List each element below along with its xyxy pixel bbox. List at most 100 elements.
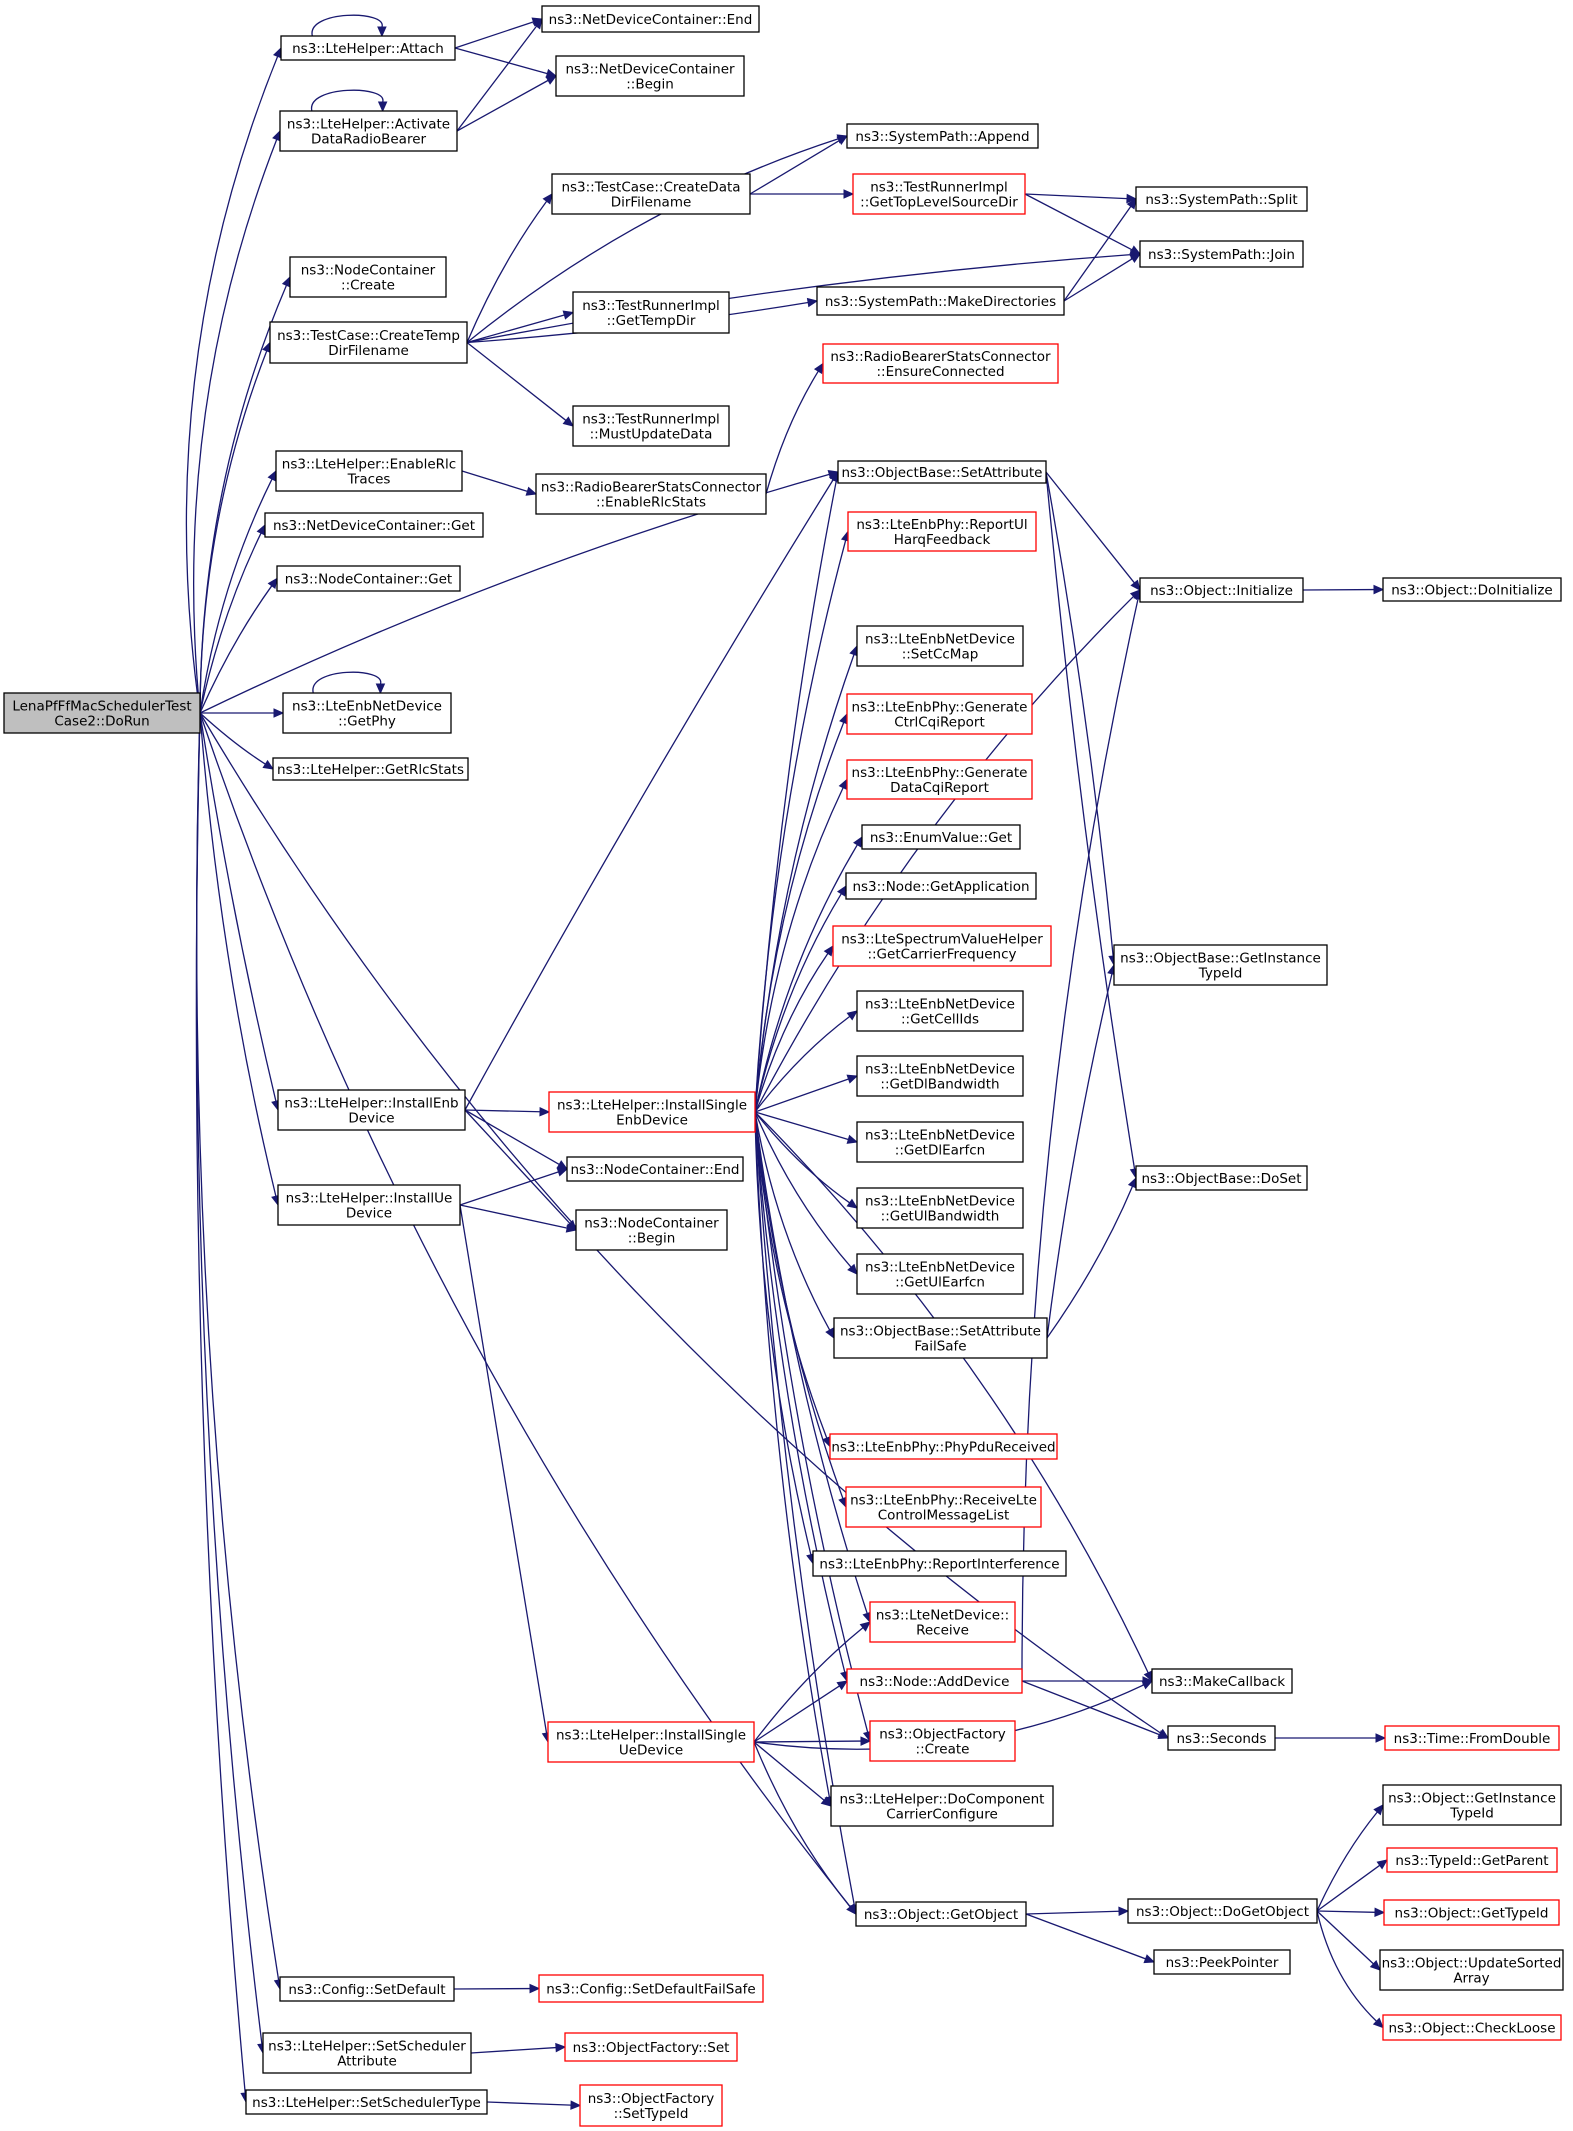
node-ndc-begin[interactable]: ns3::NetDeviceContainer::Begin [555, 55, 745, 97]
node-ndc-end[interactable]: ns3::NetDeviceContainer::End [541, 5, 760, 33]
node-phy-reportint[interactable]: ns3::LteEnbPhy::ReportInterference [812, 1550, 1067, 1577]
node-enum-get[interactable]: ns3::EnumValue::Get [861, 824, 1021, 850]
node-label: ::Create [341, 278, 395, 294]
node-nd-receive[interactable]: ns3::LteNetDevice::Receive [869, 1601, 1016, 1643]
node-label: EnbDevice [616, 1113, 688, 1129]
node-nc-create[interactable]: ns3::NodeContainer::Create [289, 256, 447, 298]
node-ndc-get[interactable]: ns3::NetDeviceContainer::Get [264, 512, 484, 538]
node-cfg-setdefaultfs[interactable]: ns3::Config::SetDefaultFailSafe [538, 1974, 764, 2003]
edge-tri_toplevel-to-sp_split [1024, 193, 1138, 204]
node-of-create[interactable]: ns3::ObjectFactory::Create [869, 1720, 1016, 1762]
node-label: UeDevice [619, 1743, 683, 1759]
edge-installue-to-installsingleue [459, 1204, 552, 1744]
edge-tri_toplevel-to-sp_join [1024, 193, 1142, 255]
node-time-fromdouble[interactable]: ns3::Time::FromDouble [1384, 1725, 1560, 1751]
node-end-ulearfcn[interactable]: ns3::LteEnbNetDevice::GetUlEarfcn [856, 1253, 1024, 1295]
node-label: ns3::TestRunnerImpl [582, 412, 720, 428]
node-nc-get[interactable]: ns3::NodeContainer::Get [276, 565, 461, 592]
node-end-cellids[interactable]: ns3::LteEnbNetDevice::GetCellIds [856, 990, 1024, 1032]
node-ob-setattr[interactable]: ns3::ObjectBase::SetAttribute [837, 460, 1047, 484]
node-label: Device [346, 1206, 392, 1222]
node-sp-makedirs[interactable]: ns3::SystemPath::MakeDirectories [816, 286, 1065, 316]
node-sp-append[interactable]: ns3::SystemPath::Append [846, 123, 1039, 149]
node-label: ns3::TypeId::GetParent [1395, 1853, 1548, 1869]
node-rbsc-enable[interactable]: ns3::RadioBearerStatsConnector::EnableRl… [535, 473, 767, 515]
node-of-set[interactable]: ns3::ObjectFactory::Set [564, 2032, 738, 2062]
node-end-ulbw[interactable]: ns3::LteEnbNetDevice::GetUlBandwidth [856, 1187, 1024, 1229]
node-label: ns3::NetDeviceContainer::End [549, 12, 753, 28]
node-phy-pdurecv[interactable]: ns3::LteEnbPhy::PhyPduReceived [829, 1433, 1058, 1460]
node-label: ::GetPhy [338, 714, 396, 730]
node-obj-dogetobject[interactable]: ns3::Object::DoGetObject [1127, 1898, 1318, 1924]
node-label: ControlMessageList [878, 1508, 1010, 1524]
node-label: ns3::NodeContainer::End [571, 1162, 740, 1178]
node-tri-toplevel[interactable]: ns3::TestRunnerImpl::GetTopLevelSourceDi… [852, 173, 1026, 215]
node-label: ns3::Object::DoInitialize [1391, 583, 1553, 599]
node-end-setccmap[interactable]: ns3::LteEnbNetDevice::SetCcMap [856, 625, 1024, 667]
node-node-getapp[interactable]: ns3::Node::GetApplication [845, 872, 1037, 900]
node-label: ns3::TestRunnerImpl [870, 180, 1008, 196]
node-sp-split[interactable]: ns3::SystemPath::Split [1135, 186, 1308, 212]
node-obj-checkloose[interactable]: ns3::Object::CheckLoose [1382, 2014, 1562, 2041]
edge-end_getphy-self [312, 671, 386, 695]
node-tri-mustupdate[interactable]: ns3::TestRunnerImpl::MustUpdateData [572, 405, 730, 447]
edge-installue-to-nc_end [459, 1167, 569, 1206]
node-label: ns3::LteEnbNetDevice [865, 1260, 1015, 1276]
node-peekpointer[interactable]: ns3::PeekPointer [1153, 1949, 1291, 1975]
edge-ob_setattr-to-ob_doset [1045, 471, 1140, 1180]
node-label: ns3::LteEnbPhy::Generate [852, 765, 1028, 781]
node-label: ns3::LteEnbNetDevice [865, 1128, 1015, 1144]
node-nc-end[interactable]: ns3::NodeContainer::End [566, 1156, 744, 1182]
node-cfg-setdefault[interactable]: ns3::Config::SetDefault [279, 1976, 455, 2002]
node-node-adddev[interactable]: ns3::Node::AddDevice [846, 1668, 1023, 1694]
node-of-settypeid[interactable]: ns3::ObjectFactory::SetTypeId [579, 2084, 723, 2127]
node-typeid-parent[interactable]: ns3::TypeId::GetParent [1386, 1847, 1558, 1873]
node-makecb[interactable]: ns3::MakeCallback [1151, 1668, 1293, 1694]
node-sched-type[interactable]: ns3::LteHelper::SetSchedulerType [245, 2089, 488, 2115]
node-label: ns3::LteSpectrumValueHelper [841, 932, 1043, 948]
node-label: ns3::PeekPointer [1166, 1955, 1279, 1971]
node-end-dlearfcn[interactable]: ns3::LteEnbNetDevice::GetDlEarfcn [856, 1121, 1024, 1163]
node-seconds[interactable]: ns3::Seconds [1167, 1725, 1276, 1751]
node-end-getphy[interactable]: ns3::LteEnbNetDevice::GetPhy [282, 692, 452, 734]
node-ob-doset[interactable]: ns3::ObjectBase::DoSet [1135, 1165, 1308, 1191]
node-label: ::GetUlEarfcn [895, 1275, 985, 1291]
node-obj-getobject[interactable]: ns3::Object::GetObject [855, 1901, 1027, 1927]
node-obj-doinit[interactable]: ns3::Object::DoInitialize [1382, 577, 1562, 602]
node-getrlcstats[interactable]: ns3::LteHelper::GetRlcStats [272, 757, 469, 781]
node-label: ::GetCarrierFrequency [867, 947, 1016, 963]
node-end-dlbw[interactable]: ns3::LteEnbNetDevice::GetDlBandwidth [856, 1055, 1024, 1097]
node-obj-gettypeid[interactable]: ns3::Object::GetTypeId [1383, 1899, 1560, 1926]
node-label: Array [1453, 1971, 1489, 1987]
node-sp-join[interactable]: ns3::SystemPath::Join [1139, 240, 1304, 268]
node-tri-tempdir[interactable]: ns3::TestRunnerImpl::GetTempDir [572, 291, 730, 334]
node-docc[interactable]: ns3::LteHelper::DoComponentCarrierConfig… [830, 1785, 1054, 1827]
node-rbsc-ensure[interactable]: ns3::RadioBearerStatsConnector::EnsureCo… [822, 343, 1059, 384]
edge-installsingleenb-to-phy_reportul [754, 530, 851, 1113]
node-obj-init[interactable]: ns3::Object::Initialize [1139, 577, 1304, 603]
node-phy-recvctrl[interactable]: ns3::LteEnbPhy::ReceiveLteControlMessage… [845, 1486, 1042, 1528]
node-label: ns3::LteHelper::Activate [287, 117, 450, 133]
edge-root-to-end_getphy [200, 708, 285, 718]
node-nc-begin[interactable]: ns3::NodeContainer::Begin [575, 1209, 728, 1251]
node-svh-carrier[interactable]: ns3::LteSpectrumValueHelper::GetCarrierF… [832, 925, 1052, 967]
node-attach[interactable]: ns3::LteHelper::Attach [280, 35, 456, 61]
node-label: ns3::Config::SetDefaultFailSafe [546, 1982, 755, 1998]
